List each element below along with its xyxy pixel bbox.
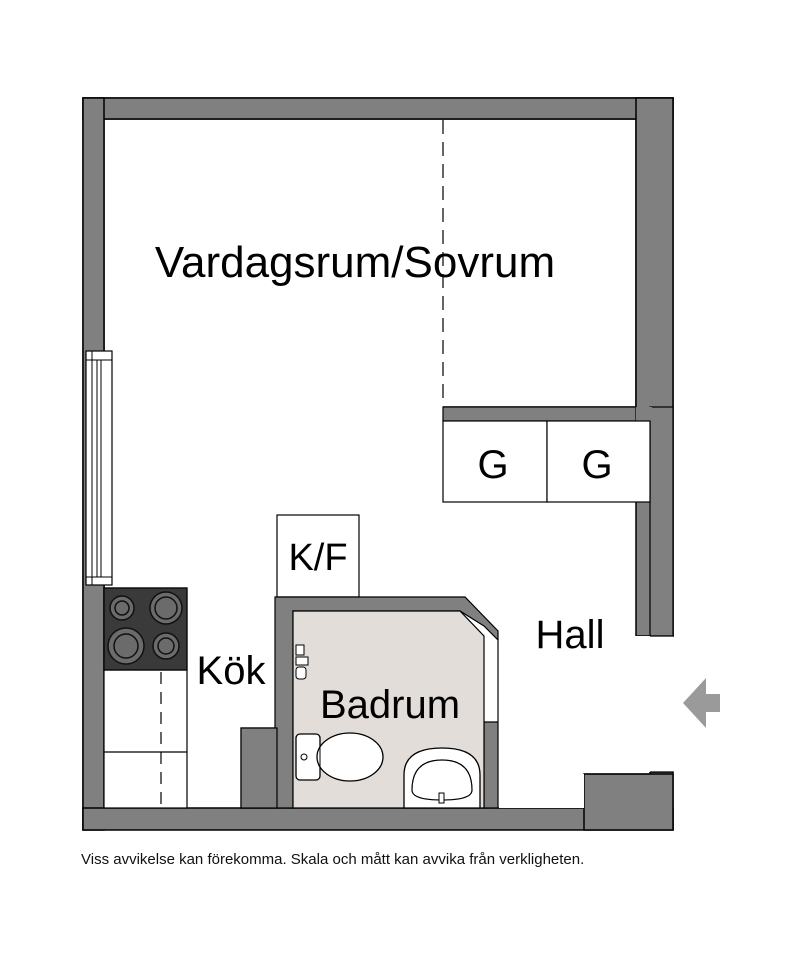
wall-wardrobe-top (442, 406, 637, 422)
sink (403, 747, 481, 809)
label-fridge: K/F (288, 537, 347, 579)
stove (103, 587, 188, 671)
label-kitchen: Kök (197, 649, 267, 693)
label-wardrobe-right: G (581, 443, 612, 487)
window (85, 350, 113, 586)
entrance-arrow-icon (683, 678, 720, 728)
wall-hall-right (649, 406, 674, 637)
wall-top (82, 97, 674, 120)
fridge-freezer (276, 514, 360, 598)
toilet (295, 732, 384, 782)
wall-bottom-right (583, 773, 674, 831)
label-hall: Hall (536, 613, 605, 657)
disclaimer-text: Viss avvikelse kan förekomma. Skala och … (81, 851, 585, 868)
wall-kitchen (240, 727, 278, 809)
label-wardrobe-left: G (477, 443, 508, 487)
label-living: Vardagsrum/Sovrum (155, 238, 555, 287)
shower-tap (295, 644, 309, 680)
wardrobe-right (546, 420, 651, 503)
label-bathroom: Badrum (320, 683, 460, 727)
wardrobe-left (442, 420, 548, 503)
